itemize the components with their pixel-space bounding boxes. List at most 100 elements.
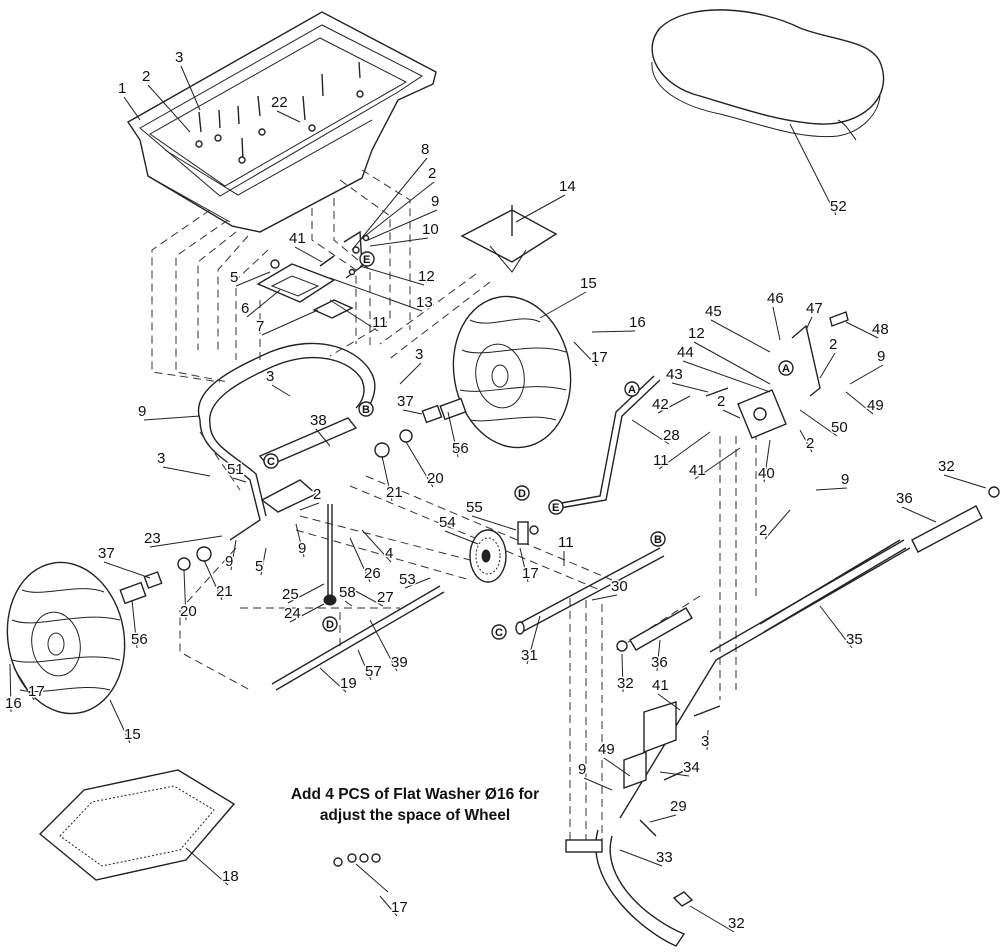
hopper-cover <box>651 9 885 141</box>
part-label-label-27: 27 <box>377 589 394 606</box>
leader-line-label-42 <box>657 395 691 414</box>
part-label-halo-label-55: 55 <box>466 499 483 516</box>
leader-line-label-17-d <box>379 895 398 917</box>
leader-line-label-52 <box>789 123 837 216</box>
part-label-label-36-a: 36 <box>896 490 913 507</box>
leader-line-label-2-d <box>722 409 741 419</box>
leader-line-label-54 <box>444 530 479 545</box>
part-label-halo-label-49-b: 49 <box>598 741 615 758</box>
leader-line-label-40 <box>763 439 771 483</box>
part-label-label-53: 53 <box>399 571 416 588</box>
leader-line-label-36-b <box>656 639 661 672</box>
part-label-halo-label-3-d: 3 <box>157 450 165 467</box>
leader-line-label-35 <box>819 605 853 649</box>
leader-line-label-5-b <box>260 547 267 576</box>
part-label-label-24: 24 <box>284 605 301 622</box>
part-label-label-6: 6 <box>241 300 249 317</box>
part-label-halo-label-8: 8 <box>421 141 429 158</box>
part-label-label-5-a: 5 <box>230 269 238 286</box>
flat-washers <box>333 853 389 893</box>
part-label-halo-label-11-c: 11 <box>558 534 574 551</box>
part-label-label-11-b: 11 <box>653 452 669 469</box>
part-label-label-41-b: 41 <box>689 462 706 479</box>
part-label-label-3-c: 3 <box>415 346 423 363</box>
part-label-label-34: 34 <box>683 759 700 776</box>
part-label-label-16-a: 16 <box>629 314 646 331</box>
part-label-halo-label-10: 10 <box>422 221 439 238</box>
part-label-halo-label-9-c: 9 <box>841 471 849 488</box>
leader-line-label-9-a <box>367 209 438 241</box>
part-label-label-9-e: 9 <box>298 540 306 557</box>
leader-line-label-2-a <box>147 84 191 133</box>
part-label-label-21-b: 21 <box>216 583 233 600</box>
part-label-label-22: 22 <box>271 94 288 111</box>
svg-text:B: B <box>362 404 370 416</box>
washer-note: Add 4 PCS of Flat Washer Ø16 for adjust … <box>270 784 560 826</box>
part-label-label-3-a: 3 <box>175 49 183 66</box>
leader-line-label-3-a <box>180 65 201 111</box>
part-label-halo-label-44: 44 <box>677 344 694 361</box>
part-label-halo-label-38: 38 <box>310 412 327 429</box>
part-label-label-43: 43 <box>666 366 683 383</box>
leader-line-label-14 <box>515 194 566 223</box>
leader-line-label-34 <box>659 771 690 777</box>
leader-line-label-24 <box>289 603 325 623</box>
part-label-label-25: 25 <box>282 586 299 603</box>
leader-line-label-16-b <box>9 663 12 713</box>
leader-line-label-31 <box>526 615 541 665</box>
part-label-label-55: 55 <box>466 499 483 516</box>
leader-line-label-2-e <box>799 429 813 453</box>
part-label-halo-label-42: 42 <box>652 396 669 413</box>
part-label-halo-label-17-a: 17 <box>591 349 608 366</box>
callout-b-frame: B <box>358 401 374 417</box>
part-label-halo-label-36-b: 36 <box>651 654 668 671</box>
shaft <box>271 585 445 691</box>
leader-line-label-56-a <box>447 411 459 458</box>
part-label-label-58: 58 <box>339 584 356 601</box>
part-label-halo-label-2-b: 2 <box>428 165 436 182</box>
leader-line-label-55 <box>471 515 517 531</box>
part-label-halo-label-32-c: 32 <box>728 915 745 932</box>
part-label-halo-label-17-d: 17 <box>391 899 408 916</box>
part-label-halo-label-41-b: 41 <box>689 462 706 479</box>
hopper-bolts <box>195 61 364 164</box>
part-label-label-28: 28 <box>663 427 680 444</box>
part-label-halo-label-6: 6 <box>241 300 249 317</box>
part-label-label-56-a: 56 <box>452 440 469 457</box>
part-label-halo-label-3-e: 3 <box>701 733 709 750</box>
leader-line-label-15-a <box>539 291 587 319</box>
leader-line-label-27 <box>349 587 384 607</box>
callout-b-axle: B <box>650 531 666 547</box>
svg-text:E: E <box>363 254 370 266</box>
part-label-label-33: 33 <box>656 849 673 866</box>
leader-line-label-10 <box>369 237 429 247</box>
svg-text:A: A <box>782 363 790 375</box>
part-label-halo-label-51: 51 <box>227 461 244 478</box>
leader-line-label-33 <box>619 849 663 867</box>
part-label-label-5-b: 5 <box>255 558 263 575</box>
part-label-halo-label-56-a: 56 <box>452 440 469 457</box>
part-label-label-15-b: 15 <box>124 726 141 743</box>
part-label-halo-label-25: 25 <box>282 586 299 603</box>
leader-line-label-49-b <box>603 757 631 777</box>
axle-bushings <box>119 397 467 605</box>
leader-line-label-5-a <box>235 271 271 287</box>
leader-line-label-12-b <box>693 341 771 385</box>
leader-line-label-32-c <box>689 905 735 933</box>
part-label-halo-label-27: 27 <box>377 589 394 606</box>
part-label-halo-label-49-a: 49 <box>867 397 884 414</box>
frame-tube <box>197 342 376 541</box>
axle <box>515 547 665 635</box>
part-label-label-51: 51 <box>227 461 244 478</box>
part-label-label-2-e: 2 <box>806 435 814 452</box>
part-label-halo-label-26: 26 <box>364 565 381 582</box>
leader-line-label-47 <box>805 316 813 331</box>
part-label-label-16-b: 16 <box>5 695 22 712</box>
part-label-halo-label-45: 45 <box>705 303 722 320</box>
part-label-halo-label-9-g: 9 <box>578 761 586 778</box>
part-label-label-8: 8 <box>421 141 429 158</box>
part-label-label-3-b: 3 <box>266 368 274 385</box>
leader-line-label-9-e <box>295 523 305 558</box>
leader-line-label-23 <box>149 535 223 548</box>
